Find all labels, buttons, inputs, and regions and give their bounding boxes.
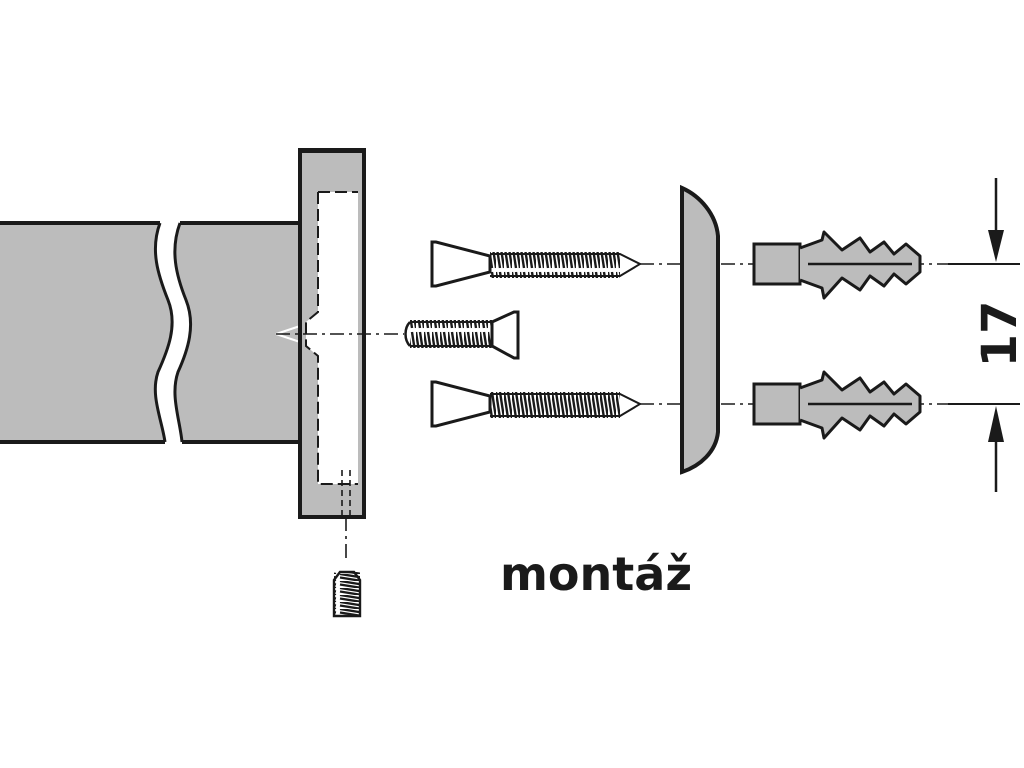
caption-montaz: montáž (500, 547, 692, 601)
wall-plug-upper (752, 230, 922, 300)
rod-screw-shank-outline (410, 321, 492, 347)
dimension-value: 17 (972, 301, 1024, 368)
set-screw-outline (332, 570, 362, 618)
wall-plug-upper-body (752, 242, 802, 286)
rod-left-segment (0, 223, 173, 442)
dimension-arrow-bottom (988, 406, 1004, 442)
dimension-arrow-top (988, 230, 1004, 262)
rod-right-segment (174, 223, 300, 442)
long-screw-upper-outline (490, 253, 643, 277)
rod-break-right (173, 222, 193, 443)
end-bracket-hidden-line (305, 191, 358, 485)
rod-screw-tip (404, 321, 411, 347)
end-bracket-setscrew-hole (341, 470, 351, 517)
rod-screw (404, 310, 520, 360)
long-screw-lower (430, 380, 643, 428)
long-screw-lower-thread (490, 392, 620, 418)
wall-plug-lower-body (752, 382, 802, 426)
long-screw-lower-head (430, 380, 492, 428)
long-screw-upper (430, 240, 643, 288)
dimension-17: 17 (948, 178, 1024, 492)
long-screw-lower-outline (490, 393, 643, 417)
long-screw-upper-head (430, 240, 492, 288)
rod-screw-thread (410, 320, 492, 348)
long-screw-upper-thread (490, 252, 620, 278)
wall-plate (680, 184, 720, 475)
set-screw (332, 570, 362, 618)
set-screw-thread (334, 572, 360, 616)
wall-plate-body (680, 184, 720, 475)
rod-screw-head (490, 310, 520, 360)
wall-plug-lower (752, 370, 922, 440)
rod-profile (0, 221, 301, 444)
rod-end-notch (275, 325, 301, 343)
rod-break-left (153, 222, 174, 443)
